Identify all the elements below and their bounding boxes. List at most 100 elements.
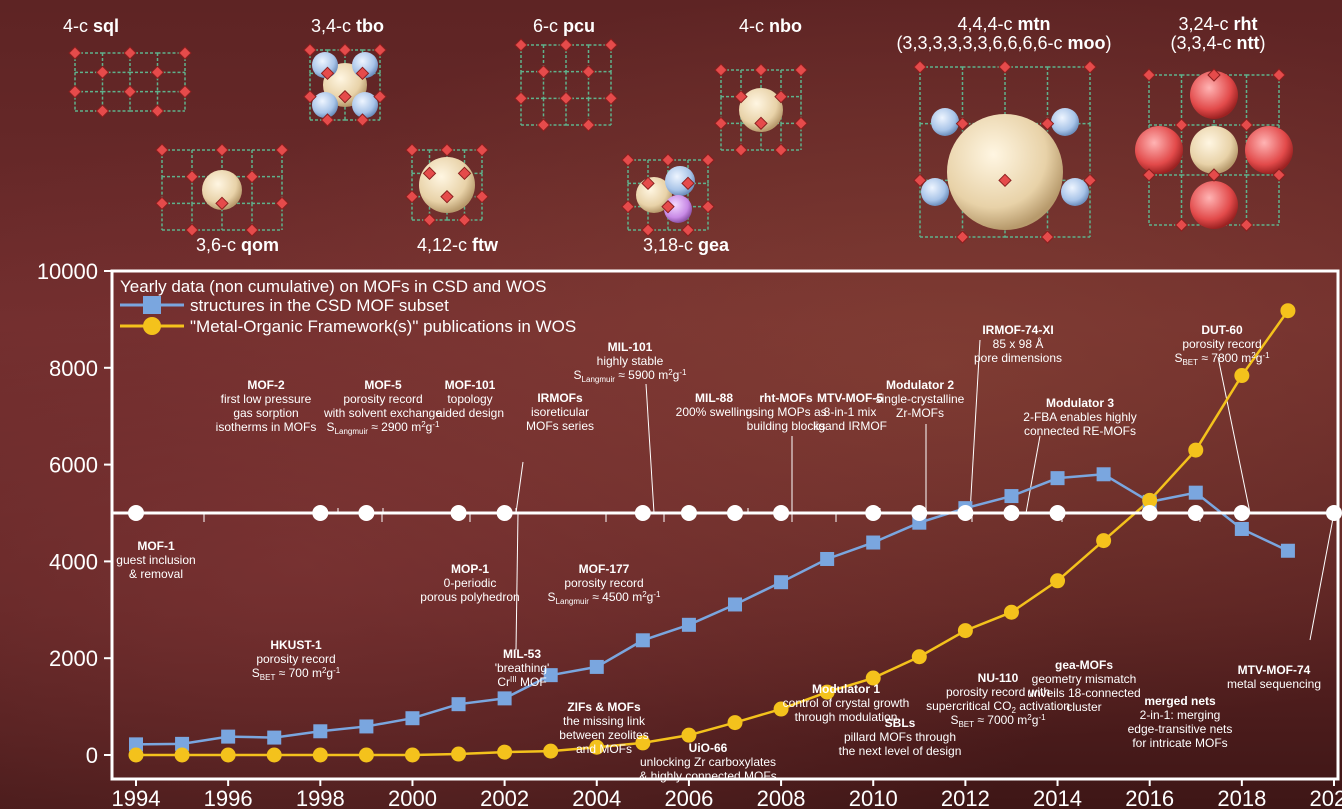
metal-node	[150, 65, 165, 80]
data-series	[128, 303, 1296, 763]
annotation-text: MIL-101	[608, 340, 653, 354]
annotation-text: aided design	[436, 406, 504, 420]
metal-node	[661, 199, 675, 214]
timeline-milestone	[680, 505, 697, 521]
metal-node	[955, 230, 970, 244]
point-csd	[451, 697, 466, 712]
metal-node	[123, 84, 137, 99]
annotation-text: edge-transitive nets	[1128, 722, 1233, 736]
metal-node	[215, 196, 229, 211]
label-moo: (3,3,3,3,3,3,6,6,6,6-c moo)	[896, 33, 1111, 53]
annotation-text: the next level of design	[839, 744, 962, 758]
metal-node	[178, 46, 192, 60]
timeline-milestone	[1326, 505, 1342, 521]
metal-node	[514, 38, 528, 52]
point-csd	[681, 617, 696, 632]
annotation-text: MIL-88	[695, 391, 733, 405]
series-line-csd	[135, 473, 1289, 746]
metal-node	[457, 213, 472, 227]
annotation-leader	[515, 512, 519, 651]
metal-node	[215, 143, 229, 157]
annotation-text: MOF-101	[445, 378, 496, 392]
annotation-text: ZIFs & MOFs	[567, 700, 641, 714]
annotation-text: 2-in-1: merging	[1140, 708, 1221, 722]
metal-node	[621, 153, 635, 167]
y-tick-label: 2000	[49, 646, 98, 671]
annotation-text: porosity record	[564, 576, 643, 590]
metal-node	[185, 223, 199, 237]
metal-node	[681, 223, 695, 237]
timeline-milestone	[634, 505, 651, 521]
annotation-text: merged nets	[1144, 694, 1216, 708]
annotation-text: 2-FBA enables highly	[1023, 410, 1136, 424]
metal-node	[536, 64, 551, 79]
legend-series-csd: structures in the CSD MOF subset	[190, 296, 449, 315]
annotation-text: DUT-60	[1201, 323, 1243, 337]
metal-node	[355, 66, 370, 81]
metal-node	[581, 64, 596, 79]
point-wos	[312, 747, 328, 763]
annotation-text: between zeolites	[559, 728, 648, 742]
annotation-text: 0-periodic	[444, 576, 497, 590]
annotation-text: unveils 18-connected	[1027, 686, 1140, 700]
point-csd	[1280, 543, 1295, 558]
point-wos	[1050, 573, 1066, 589]
annotation-text: 'breathing'	[495, 661, 550, 675]
annotation-text: 200% swelling	[676, 405, 753, 419]
annotation-text: & removal	[129, 567, 183, 581]
point-wos	[681, 727, 697, 743]
metal-node	[754, 63, 768, 77]
structure-nbo	[714, 63, 808, 157]
timeline-milestone	[312, 505, 329, 521]
metal-node	[1272, 168, 1286, 182]
sphere	[312, 92, 338, 118]
annotation-text: ligand IRMOF	[813, 419, 887, 433]
sphere	[202, 170, 242, 210]
point-wos	[635, 735, 651, 751]
annotation-text: gea-MOFs	[1055, 658, 1113, 672]
metal-node	[1272, 68, 1286, 82]
annotation-text: Modulator 2	[886, 378, 954, 392]
metal-node	[998, 60, 1012, 74]
annotation-text: Zr-MOFs	[896, 406, 944, 420]
metal-node	[1040, 230, 1055, 244]
structure-gea	[621, 153, 715, 237]
annotation-text: guest inclusion	[116, 553, 195, 567]
point-wos	[1234, 368, 1250, 384]
point-csd	[728, 597, 742, 612]
metal-node	[913, 60, 927, 74]
label-sql: 4-c sql	[63, 16, 119, 36]
structure-mtn	[913, 60, 1097, 244]
sphere	[739, 88, 783, 132]
point-csd	[543, 668, 558, 683]
label-ntt: (3,3,4-c ntt)	[1170, 33, 1265, 53]
point-wos	[220, 747, 236, 763]
timeline-milestone	[911, 505, 928, 521]
annotation-text: MOF-2	[247, 378, 285, 392]
metal-node	[604, 91, 618, 106]
metal-node	[95, 104, 110, 118]
label-mtn: 4,4,4-c mtn	[957, 14, 1050, 34]
metal-node	[559, 91, 573, 106]
timeline-milestone	[1141, 505, 1158, 521]
metal-node	[681, 176, 695, 191]
structure-illustrations	[68, 38, 1293, 244]
metal-node	[1239, 218, 1254, 232]
sphere	[1135, 126, 1183, 174]
annotation-leader	[1217, 356, 1251, 514]
annotation-leader	[645, 383, 655, 514]
point-csd	[589, 659, 604, 674]
point-csd	[267, 730, 282, 745]
metal-node	[641, 176, 655, 191]
annotation-text: MTV-MOF-5	[817, 391, 883, 405]
point-wos	[1188, 442, 1204, 458]
metal-node	[405, 143, 419, 157]
structure-rht	[1135, 68, 1293, 232]
metal-node	[621, 199, 635, 214]
annotation-text: through modulation	[795, 710, 898, 724]
annotation-text: for intricate MOFs	[1132, 736, 1227, 750]
structure-sql	[68, 46, 192, 118]
annotation-text: HKUST-1	[270, 638, 322, 652]
